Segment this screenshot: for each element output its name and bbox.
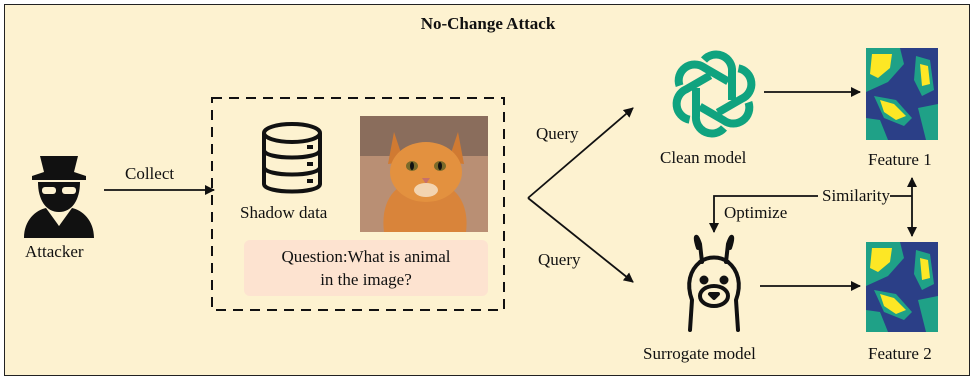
question-line-2: in the image? xyxy=(320,270,412,289)
feature2-heatmap xyxy=(866,242,938,332)
diagram-title: No-Change Attack xyxy=(420,14,556,33)
shadow-data-box xyxy=(211,97,505,311)
clean-model-label: Clean model xyxy=(660,148,747,167)
optimize-arrow xyxy=(709,195,818,233)
query-top-label: Query xyxy=(536,124,579,143)
query-arrow-bottom xyxy=(527,197,634,283)
similarity-label: Similarity xyxy=(822,186,890,205)
llama-icon xyxy=(687,234,741,332)
feature2-label: Feature 2 xyxy=(868,344,932,363)
feature1-heatmap xyxy=(866,48,938,140)
feature1-label: Feature 1 xyxy=(868,150,932,169)
question-box: Question:What is animal in the image? xyxy=(244,240,488,296)
surrogate-model-label: Surrogate model xyxy=(643,344,756,363)
attacker-label: Attacker xyxy=(25,242,84,261)
question-line-1: Question:What is animal xyxy=(281,247,451,266)
openai-logo-icon xyxy=(672,50,756,138)
database-icon xyxy=(262,122,322,194)
spy-icon xyxy=(24,156,94,238)
query-arrow-top xyxy=(527,107,634,199)
query-bottom-label: Query xyxy=(538,250,581,269)
cat-image xyxy=(360,116,488,232)
collect-label: Collect xyxy=(125,164,175,183)
optimize-label: Optimize xyxy=(724,203,788,222)
shadow-data-label: Shadow data xyxy=(240,203,328,222)
